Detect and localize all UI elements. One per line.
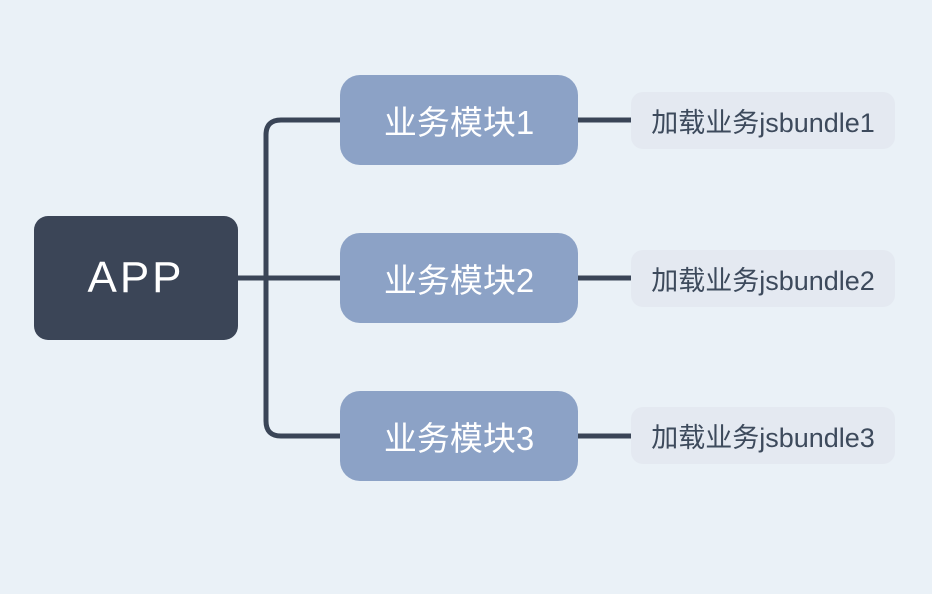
node-module-2[interactable]: 业务模块2 [340,233,578,323]
node-action-1-label: 加载业务jsbundle1 [651,108,875,138]
node-module-1[interactable]: 业务模块1 [340,75,578,165]
node-action-2[interactable]: 加载业务jsbundle2 [631,250,895,307]
node-app-root[interactable]: APP [34,216,238,340]
node-module-2-label: 业务模块2 [383,262,535,299]
node-module-3[interactable]: 业务模块3 [340,391,578,481]
node-module-3-label: 业务模块3 [383,420,535,457]
node-action-3-label: 加载业务jsbundle3 [651,423,875,453]
node-action-3[interactable]: 加载业务jsbundle3 [631,407,895,464]
node-app-root-label: APP [87,253,185,302]
connector-trunk-branches [263,117,343,439]
node-module-1-label: 业务模块1 [383,104,535,141]
node-action-1[interactable]: 加载业务jsbundle1 [631,92,895,149]
node-action-2-label: 加载业务jsbundle2 [651,266,875,296]
